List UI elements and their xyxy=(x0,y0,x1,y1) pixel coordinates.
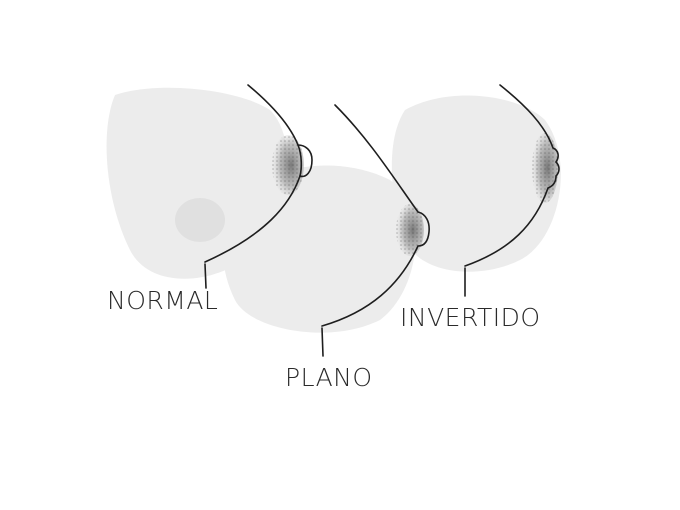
normal-breast-outline xyxy=(204,84,313,263)
normal-leader xyxy=(204,263,207,289)
label-flat: PLANO xyxy=(285,363,373,392)
flat-leader xyxy=(321,327,324,357)
label-inverted: INVERTIDO xyxy=(400,303,541,332)
shading xyxy=(106,87,561,333)
normal-nipple xyxy=(297,144,303,177)
inverted-breast-outline xyxy=(464,84,560,267)
label-normal: NORMAL xyxy=(107,286,219,315)
flat-breast-outline xyxy=(321,104,430,327)
